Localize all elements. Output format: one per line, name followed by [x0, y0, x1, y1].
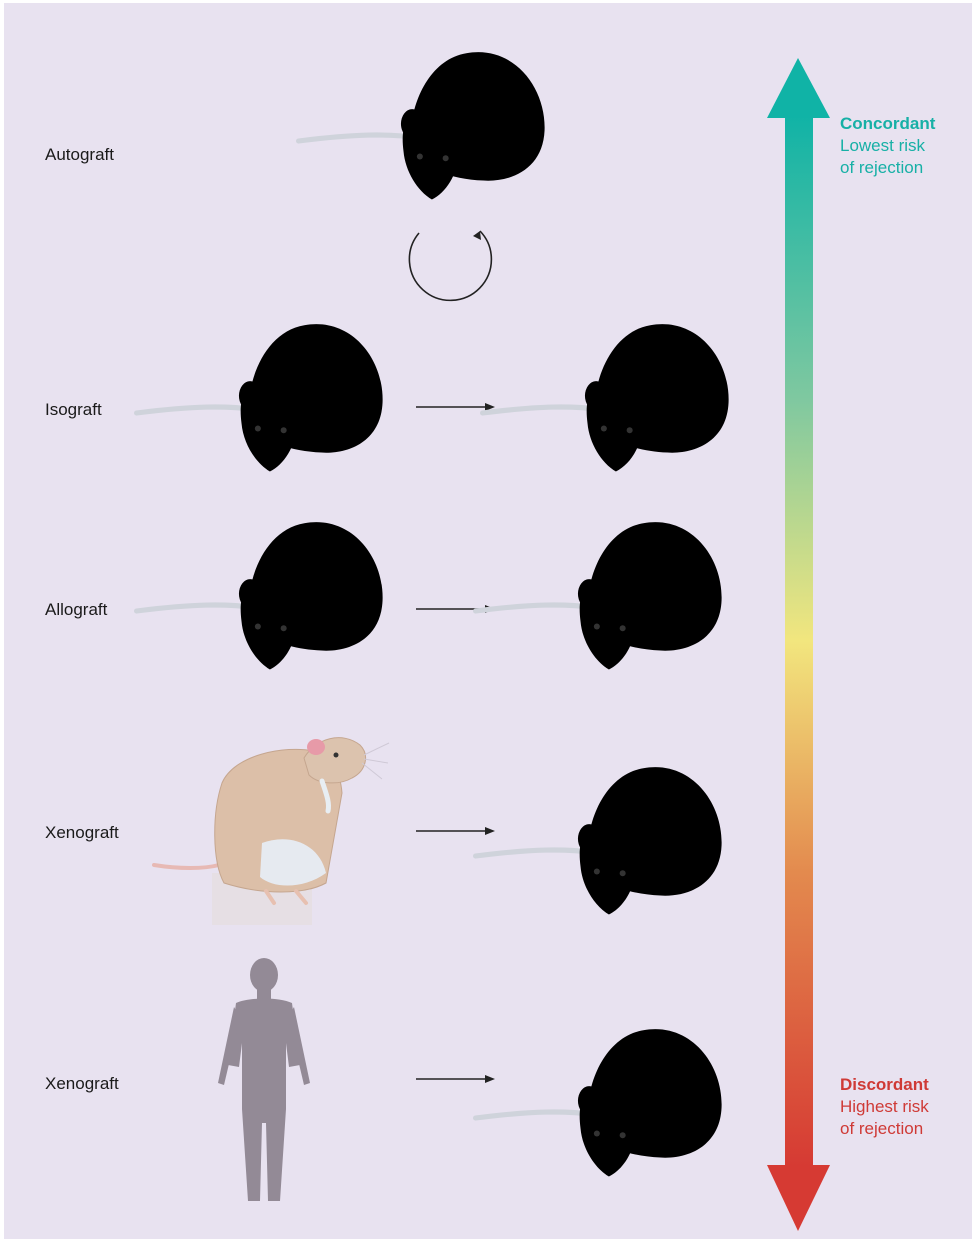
row-label-xenograft-rat: Xenograft	[45, 823, 119, 843]
concordant-title: Concordant	[840, 113, 935, 135]
mouse-icon	[137, 324, 386, 471]
mouse-icon	[476, 767, 725, 914]
mouse-icon	[483, 324, 732, 471]
mouse-icon	[476, 1029, 725, 1176]
concordant-caption: Concordant Lowest risk of rejection	[840, 113, 935, 179]
mouse-icon	[299, 52, 548, 199]
right-arrow-icon	[416, 827, 495, 835]
row-label-allograft: Allograft	[45, 600, 107, 620]
row-label-xenograft-human: Xenograft	[45, 1074, 119, 1094]
concordant-line1: Lowest risk	[840, 135, 935, 157]
row-label-isograft: Isograft	[45, 400, 102, 420]
right-arrow-icon	[416, 1075, 495, 1083]
risk-scale-arrow	[767, 58, 830, 1231]
circular-arrow-icon	[409, 231, 491, 300]
mouse-icon	[476, 522, 725, 669]
rat-icon	[154, 738, 389, 925]
discordant-caption: Discordant Highest risk of rejection	[840, 1074, 929, 1140]
graft-types-diagram: .grey .fur { fill: #b4c2d2; stroke: #9fb…	[4, 3, 972, 1239]
discordant-title: Discordant	[840, 1074, 929, 1096]
human-silhouette-icon	[218, 958, 310, 1201]
discordant-line1: Highest risk	[840, 1096, 929, 1118]
discordant-line2: of rejection	[840, 1118, 929, 1140]
mouse-icon	[137, 522, 386, 669]
row-label-autograft: Autograft	[45, 145, 114, 165]
illustration: .grey .fur { fill: #b4c2d2; stroke: #9fb…	[4, 3, 972, 1239]
concordant-line2: of rejection	[840, 157, 935, 179]
right-arrow-icon	[416, 403, 495, 411]
